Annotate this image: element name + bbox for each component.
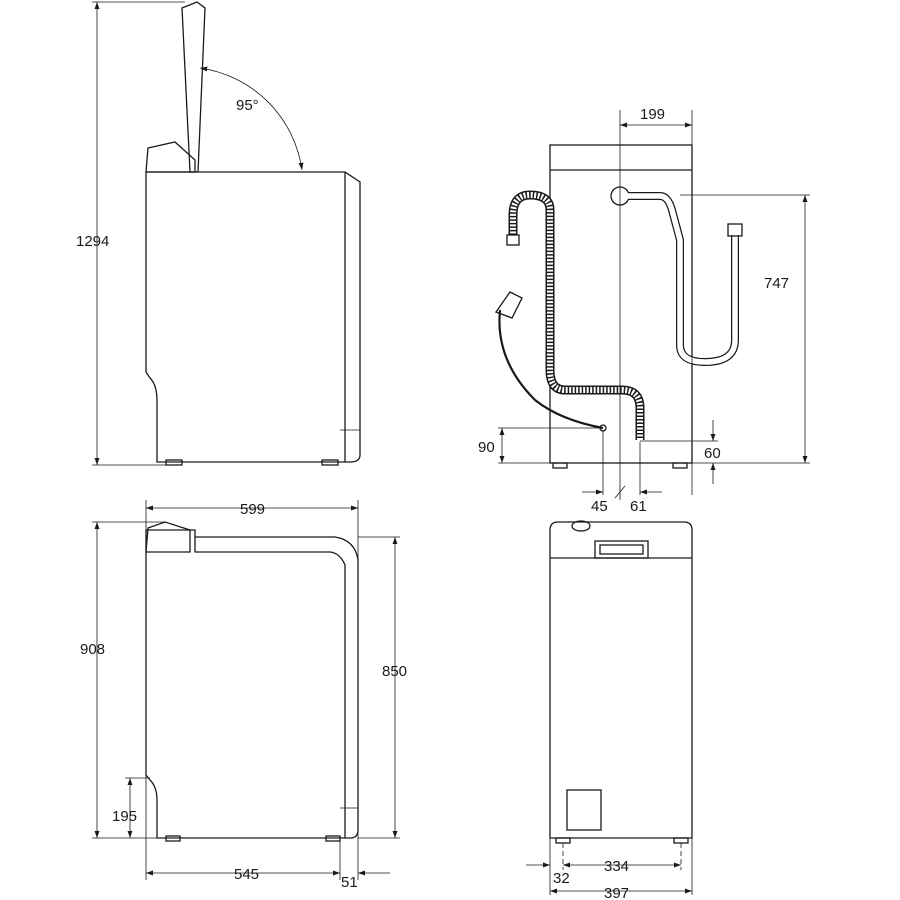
depth-total-label: 599: [240, 501, 265, 518]
hose-height-label: 60: [704, 445, 721, 462]
height-total-label: 908: [80, 641, 105, 658]
depth-body-label: 545: [234, 866, 259, 883]
side-view-open-lid: [92, 1, 361, 466]
height-body-label: 850: [382, 663, 407, 680]
height-open-label: 1294: [76, 233, 109, 250]
width-label: 397: [604, 885, 629, 900]
lid-angle-label: 95°: [236, 97, 259, 114]
recess-height-label: 195: [112, 808, 137, 825]
feet-spacing-label: 334: [604, 858, 629, 875]
back-view: [494, 110, 810, 500]
front-view: [526, 520, 693, 895]
feet-inset-label: 32: [553, 870, 570, 887]
cable-offset-label: 45: [591, 498, 608, 515]
cable-height-label: 90: [478, 439, 495, 456]
depth-panel-label: 51: [341, 874, 358, 891]
side-view: [92, 500, 400, 880]
hose-offset-label: 61: [630, 498, 647, 515]
drain-offset-label: 199: [640, 106, 665, 123]
inlet-height-label: 747: [764, 275, 789, 292]
